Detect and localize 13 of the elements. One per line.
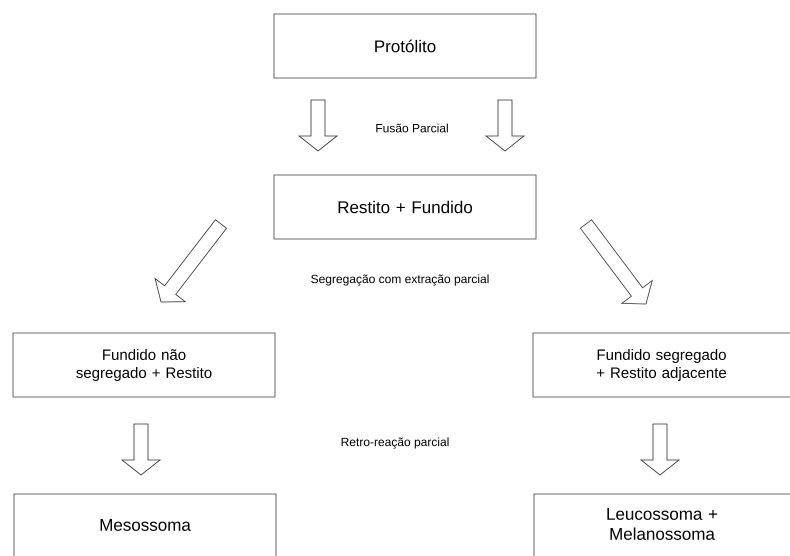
block-arrow (484, 100, 526, 152)
step-label: Retro-reação parcial (342, 437, 449, 449)
process-box: Mesossoma (14, 494, 276, 556)
block-arrow (120, 424, 162, 476)
process-box: Fundido segregado + Restito adjacente (532, 332, 790, 398)
step-label: Fusão Parcial (376, 124, 448, 132)
block-arrow (298, 100, 338, 152)
step-label: Segregação com extração parcial (311, 274, 489, 286)
block-arrow (640, 424, 680, 476)
process-box: Restito + Fundido (274, 174, 536, 240)
process-box: Fundido não segregado + Restito (12, 332, 276, 398)
process-box: Leucossoma + Melanossoma (534, 494, 790, 556)
process-box: Protólito (274, 14, 536, 78)
